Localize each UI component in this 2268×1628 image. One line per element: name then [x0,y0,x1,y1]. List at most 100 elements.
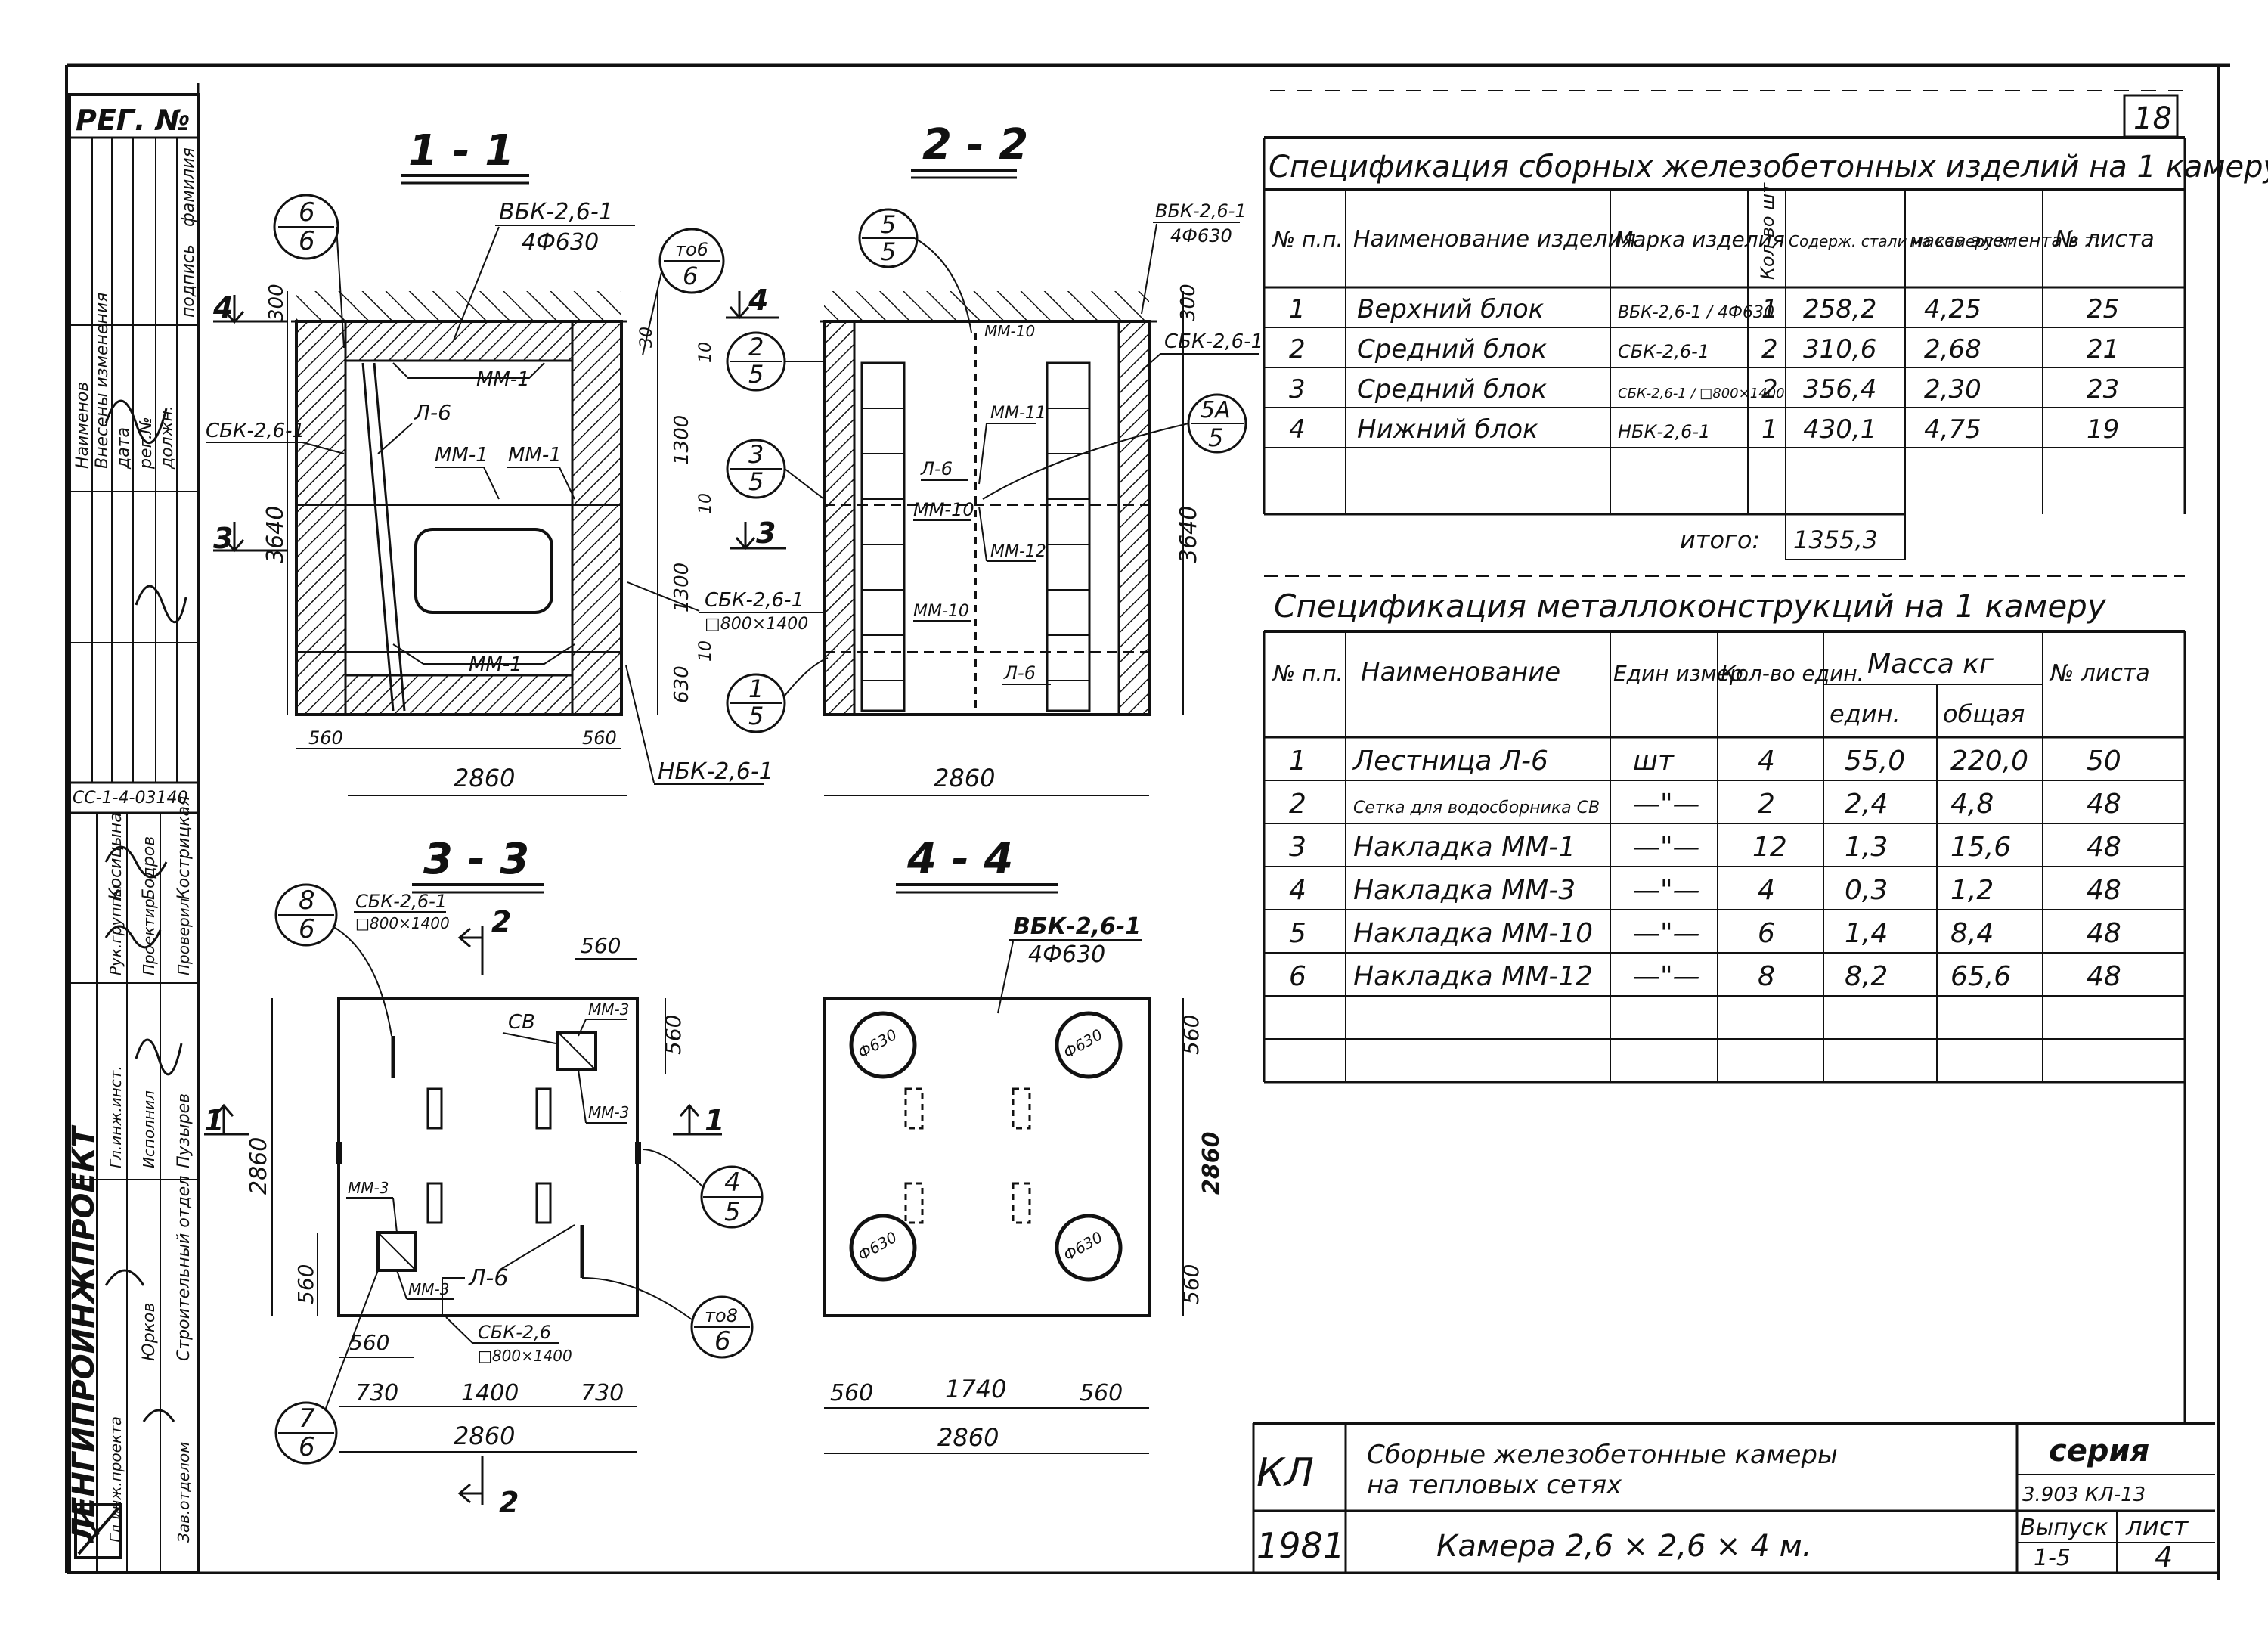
tb-code: КЛ [1256,1450,1314,1496]
v11-mm1-b: ММ-1 [508,444,562,467]
svg-text:220,0: 220,0 [1950,746,2028,777]
svg-text:Накладка ММ-1: Накладка ММ-1 [1353,832,1576,863]
v33-dim-2860-v: 2860 [246,1137,272,1195]
table-row: 2 Средний блок СБК-2,6-1 2 310,6 2,68 21 [1289,334,2119,364]
svg-text:8,2: 8,2 [1845,961,1888,992]
rc-h-4: Содерж. стали на камеру кг [1789,232,2015,250]
svg-text:4,75: 4,75 [1924,414,1981,445]
v33-mm3c: ММ-3 [348,1179,389,1197]
svg-text:5: 5 [748,467,764,496]
title-block: КЛ 1981 Сборные железобетонные камеры на… [1252,1422,2215,1574]
svg-text:65,6: 65,6 [1950,961,2011,992]
wall-right [571,320,623,716]
svg-text:шт: шт [1633,746,1675,777]
svg-text:0,3: 0,3 [1845,875,1888,906]
callout-3-5: 3 5 [726,439,825,500]
name-4: Кострицкая [175,796,194,900]
v33-dim-560-l: 560 [293,1264,318,1304]
v11-dim-1300b: 1300 [671,563,693,612]
v11-dim-10b: 10 [696,493,715,514]
v33-dim-1400: 1400 [461,1380,519,1406]
mt-h-7: № листа [2049,660,2150,687]
svg-text:Лестница Л-6: Лестница Л-6 [1352,746,1548,777]
wall2-right [1117,320,1151,716]
svg-text:2: 2 [1761,334,1778,364]
svg-text:Накладка ММ-3: Накладка ММ-3 [1353,875,1576,906]
role-7: Зав.отделом [175,1442,193,1543]
svg-text:1,4: 1,4 [1845,918,1888,949]
table-row: 4 Нижний блок НБК-2,6-1 1 430,1 4,75 19 [1289,414,2119,445]
tb-title2: на тепловых сетях [1367,1470,1622,1500]
svg-text:48: 48 [2087,832,2121,863]
signature-mark [104,399,187,1422]
svg-text:2: 2 [1758,789,1775,820]
svg-text:—"—: —"— [1633,875,1700,906]
tb-list-value: 4 [2155,1540,2173,1574]
svg-text:СБК-2,6-1: СБК-2,6-1 [1618,341,1709,362]
svg-text:7: 7 [299,1403,315,1434]
svg-text:1,2: 1,2 [1950,875,1994,906]
svg-text:2,4: 2,4 [1845,789,1888,820]
v22-cut-3: 3 [756,516,776,550]
v33-mm3b: ММ-3 [588,1103,629,1121]
rc-total-value: 1355,3 [1793,526,1878,554]
v44-dim-2860: 2860 [937,1423,999,1452]
spec-metal-table: Спецификация металлоконструкций на 1 кам… [1263,575,2186,1084]
table-row: 1 Лестница Л-6 шт 4 55,0 220,0 50 [1289,746,2121,777]
svg-text:6: 6 [299,197,315,228]
svg-text:СБК-2,6-1 / □800×1400: СБК-2,6-1 / □800×1400 [1618,386,1785,402]
svg-text:—"—: —"— [1633,789,1700,820]
svg-text:3: 3 [748,440,764,469]
svg-text:310,6: 310,6 [1803,334,1876,364]
svg-text:258,2: 258,2 [1803,294,1876,324]
tb-series-label: серия [2049,1434,2149,1468]
v11-mm1-top: ММ-1 [476,368,530,391]
callout-4-5: 4 5 [642,1149,764,1229]
svg-text:48: 48 [2087,875,2121,906]
svg-text:5: 5 [881,237,896,266]
v44-hole-3: Ф630 [855,1228,900,1264]
svg-text:6: 6 [299,1432,315,1462]
callout-2-5: 2 5 [726,331,826,392]
v11-dim-2860: 2860 [454,764,515,792]
svg-text:2,30: 2,30 [1924,374,1981,405]
v33-cb: СВ [508,1011,535,1034]
table-row: 4 Накладка ММ-3 —"— 4 0,3 1,2 48 [1289,875,2121,906]
svg-text:4: 4 [1289,414,1306,445]
svg-text:1: 1 [1289,746,1306,777]
tb-year: 1981 [1256,1525,1345,1566]
tb-title1: Сборные железобетонные камеры [1367,1440,1838,1470]
svg-text:Сетка для водосборника СВ: Сетка для водосборника СВ [1353,798,1600,817]
v22-bbk-sub: 4Ф630 [1170,225,1232,247]
svg-text:6: 6 [299,226,315,256]
view-4-4: 4 - 4 Ф630 Ф630 Ф630 Ф630 ВБК-2,6-1 4Ф63… [823,835,1225,1454]
mt-h-4: Масса кг [1867,649,1994,680]
v11-nbk: НБК-2,6-1 [658,758,773,785]
svg-text:5: 5 [1289,918,1306,949]
tb-issue-label: Выпуск [2020,1515,2108,1541]
change-col-1: Наименов [73,382,92,469]
v44-hole-1: Ф630 [855,1025,900,1062]
svg-text:Средний блок: Средний блок [1357,374,1547,405]
table-row: 2 Сетка для водосборника СВ —"— 2 2,4 4,… [1289,789,2121,820]
svg-text:6: 6 [1289,961,1306,992]
svg-text:НБК-2,6-1: НБК-2,6-1 [1618,421,1710,442]
svg-text:8,4: 8,4 [1950,918,1994,949]
svg-text:19: 19 [2087,414,2119,445]
svg-text:Нижний блок: Нижний блок [1357,414,1538,445]
role-5: Проверил [175,898,193,975]
name-3: Пузырев [175,1093,194,1168]
tb-subtitle: Камера 2,6 × 2,6 × 4 м. [1436,1529,1811,1564]
svg-text:50: 50 [2087,746,2121,777]
svg-text:Накладка ММ-10: Накладка ММ-10 [1353,918,1593,949]
svg-text:2: 2 [1761,374,1778,405]
svg-text:5А: 5А [1201,397,1231,423]
svg-text:25: 25 [2087,294,2119,324]
svg-text:8: 8 [299,885,315,916]
spec-rc-title: Спецификация сборных железобетонных изде… [1269,150,2268,185]
v11-dim-3640: 3640 [262,506,289,563]
view-3-3: 3 - 3 СБК-2,6-1 □800×1400 560 СВ ММ-3 ММ… [204,835,764,1519]
svg-text:1,3: 1,3 [1845,832,1888,863]
svg-text:5: 5 [1208,423,1223,452]
v33-dim-560-r: 560 [661,1015,686,1055]
